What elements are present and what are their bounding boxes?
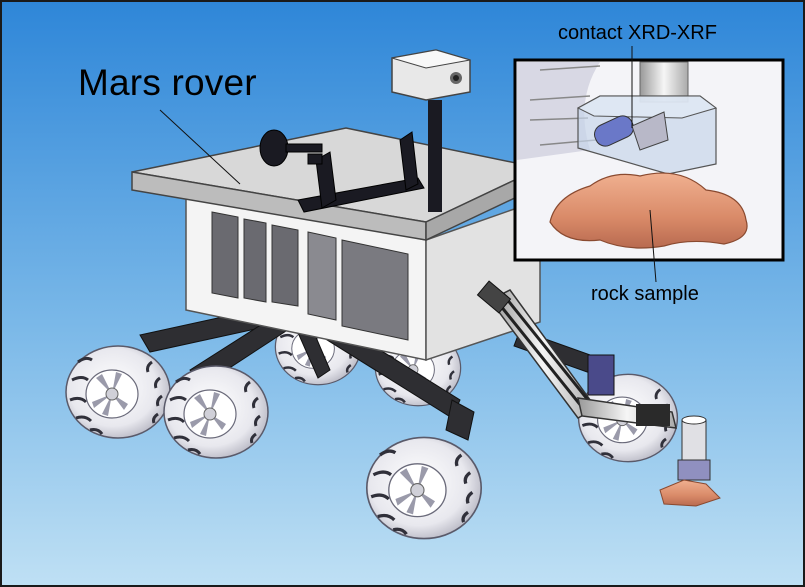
wheel xyxy=(162,364,270,460)
sample-label: rock sample xyxy=(591,283,699,305)
camera-mast xyxy=(391,49,471,212)
deck-hardware xyxy=(259,129,425,213)
wheel xyxy=(64,344,172,440)
inset-panel xyxy=(513,58,785,262)
rock-leader-line xyxy=(649,209,657,283)
diagram-title: Mars rover xyxy=(78,62,257,103)
inset-label: contact XRD-XRF xyxy=(558,22,717,44)
robotic-arm xyxy=(476,280,721,507)
title-leader-line xyxy=(159,109,241,185)
rover-body xyxy=(185,191,541,362)
wheel xyxy=(365,435,483,541)
